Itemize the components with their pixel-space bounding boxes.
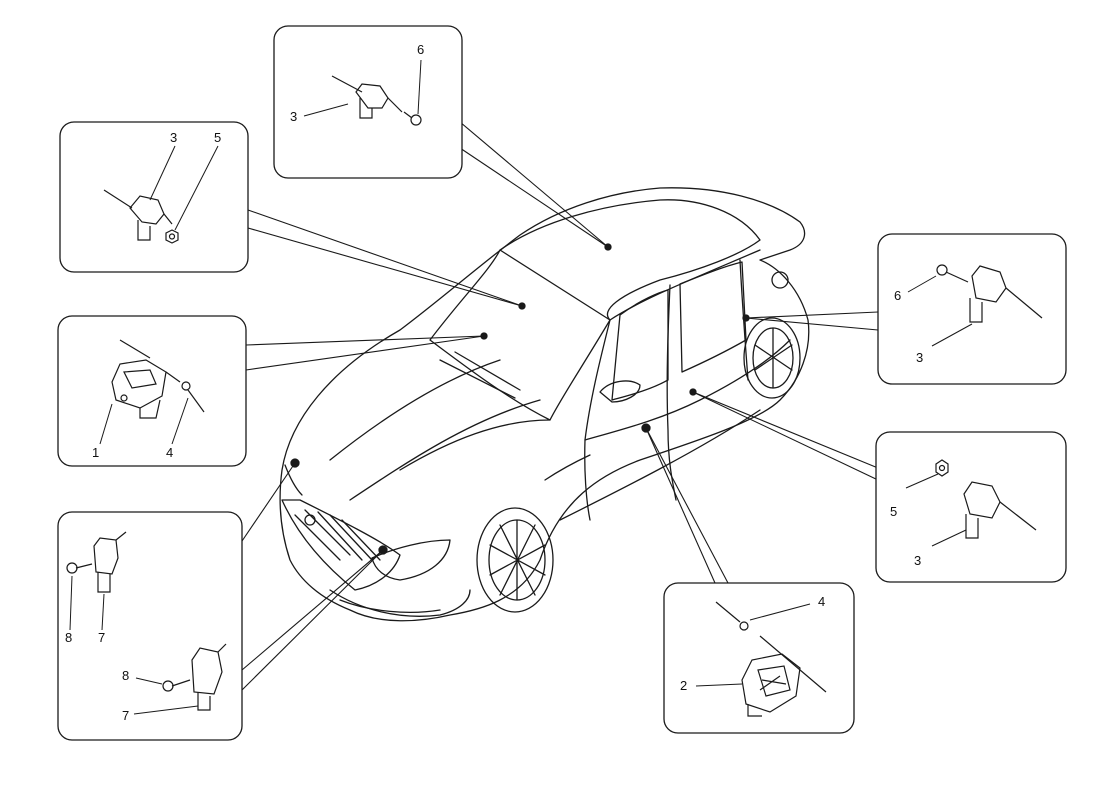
car-icon	[279, 187, 810, 622]
bolt-icon	[181, 381, 205, 413]
sensor-icon	[963, 481, 1037, 539]
callout-label: 6	[417, 42, 424, 57]
callout-label: 5	[890, 504, 897, 519]
callout-label: 7	[98, 630, 105, 645]
callout-label: 3	[170, 130, 177, 145]
callout-label: 7	[122, 708, 129, 723]
detail-panel-mid-left: 1 4	[57, 315, 247, 467]
callout-label: 3	[916, 350, 923, 365]
sensor-icon	[103, 189, 173, 241]
callout-label: 5	[214, 130, 221, 145]
screw-icon	[162, 679, 191, 692]
callout-label: 1	[92, 445, 99, 460]
detail-panel-bottom-right: 4 2	[663, 582, 855, 734]
callout-label: 4	[166, 445, 173, 460]
leader-lines	[239, 121, 879, 691]
detail-panel-upper-left: 3 5	[59, 121, 249, 273]
control-unit-icon	[741, 635, 827, 717]
callout-label: 8	[65, 630, 72, 645]
screw-icon	[403, 111, 422, 126]
sensor-icon	[331, 75, 403, 119]
nut-icon	[165, 229, 179, 244]
sensor-icon	[191, 643, 227, 711]
callout-label: 2	[680, 678, 687, 693]
detail-panel-top: 3 6	[273, 25, 463, 179]
callout-label: 8	[122, 668, 129, 683]
sensor-icon	[93, 531, 127, 593]
detail-panel-right-mid: 5 3	[875, 431, 1067, 583]
callout-label: 3	[290, 109, 297, 124]
callout-label: 6	[894, 288, 901, 303]
detail-panel-right-upper: 6 3	[877, 233, 1067, 385]
callout-label: 3	[914, 553, 921, 568]
detail-panel-lower-left: 8 7 8 7	[57, 511, 243, 741]
callout-label: 4	[818, 594, 825, 609]
screw-icon	[66, 562, 93, 574]
bolt-icon	[715, 601, 749, 631]
sensor-icon	[969, 265, 1043, 323]
screw-icon	[936, 264, 969, 283]
control-unit-icon	[111, 339, 181, 419]
nut-icon	[935, 459, 949, 477]
